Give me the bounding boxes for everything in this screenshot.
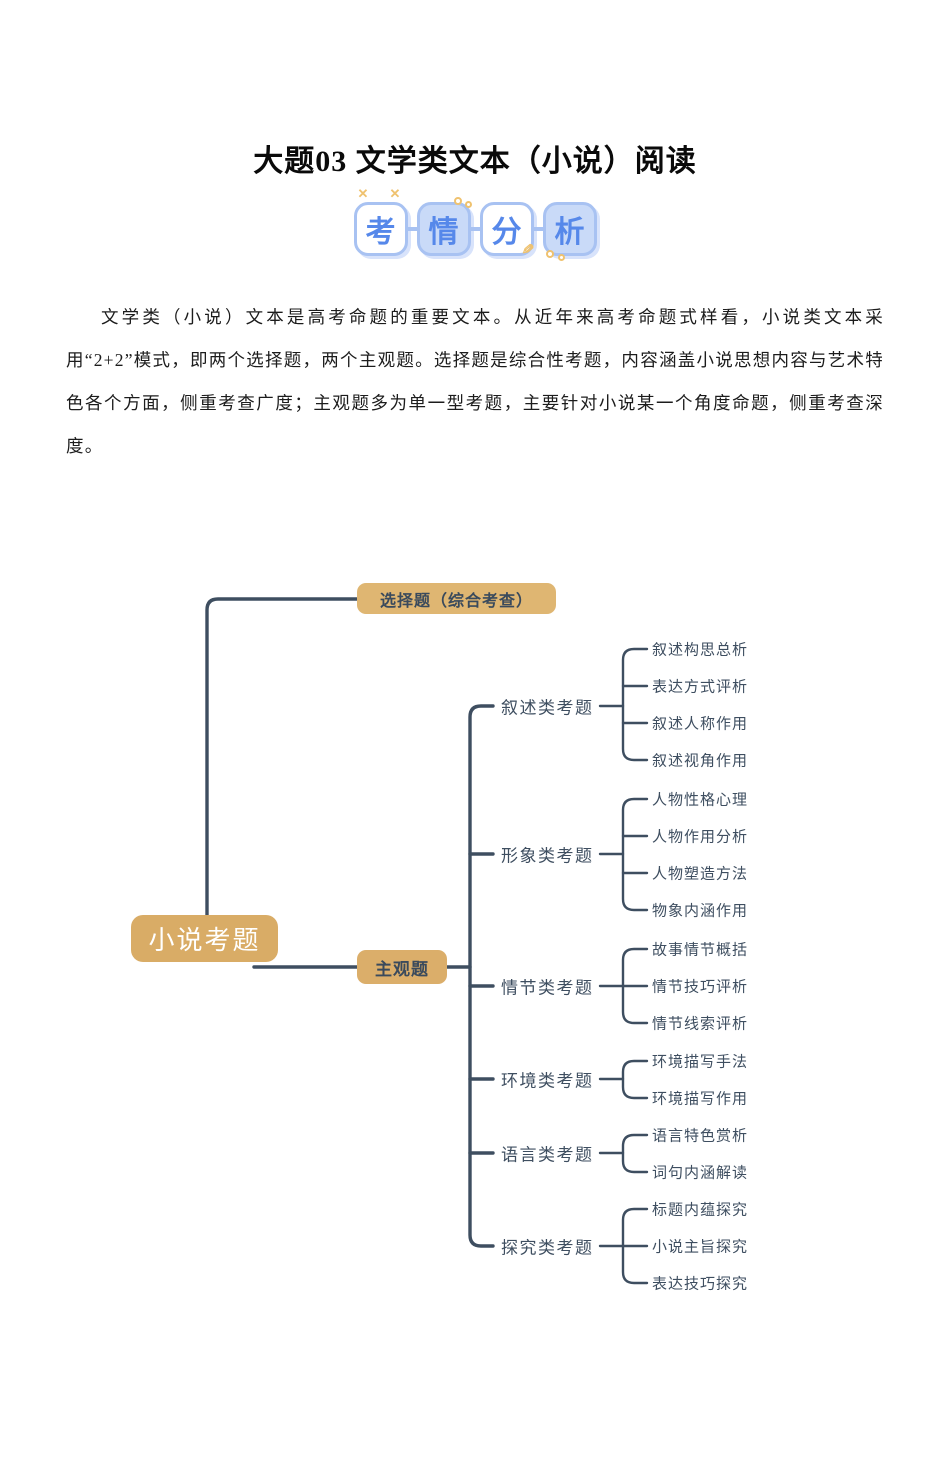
leaf-label: 表达方式评析 (652, 678, 749, 696)
leaf-label: 词句内涵解读 (652, 1164, 749, 1182)
root-node: 小说考题 (131, 915, 278, 962)
leaf-label: 环境描写手法 (652, 1053, 749, 1071)
sparkle-icon: ✕ (389, 186, 401, 201)
sparkle-icon: ✕ (357, 186, 369, 201)
badge-tile: 析 (542, 202, 597, 256)
badge-connector (407, 227, 417, 231)
badge-tile: 分 (479, 202, 534, 256)
group-label-image: 形象类考题 (501, 846, 594, 866)
group-label-environment: 环境类考题 (501, 1071, 594, 1091)
group-label-language: 语言类考题 (501, 1145, 594, 1165)
mindmap: 小说考题 选择题（综合考查） 主观题 叙述类考题 形象类考题 情节类考题 环境类… (0, 136, 950, 1480)
leaf-label: 标题内蕴探究 (652, 1201, 749, 1219)
badge-connector (470, 227, 480, 231)
leaf-label: 语言特色赏析 (652, 1127, 749, 1145)
dot-icon (464, 201, 472, 208)
group-label-plot: 情节类考题 (501, 978, 594, 998)
badge-tile: 考 (353, 202, 408, 256)
choice-question-node: 选择题（综合考查） (357, 583, 556, 614)
dot-icon (453, 197, 462, 205)
page-title: 大题03 文学类文本（小说）阅读 (253, 145, 697, 178)
leaf-label: 人物性格心理 (652, 791, 749, 809)
leaf-label: 小说主旨探究 (652, 1238, 749, 1256)
leaf-label: 环境描写作用 (652, 1090, 749, 1108)
leaf-label: 情节线索评析 (652, 1015, 749, 1033)
mindmap-connectors (205, 597, 649, 1285)
leaf-label: 人物作用分析 (652, 828, 749, 846)
badge-connector (533, 227, 543, 231)
leaf-label: 叙述视角作用 (652, 752, 749, 770)
leaf-label: 人物塑造方法 (652, 865, 749, 883)
dot-icon (557, 254, 565, 261)
badge-tile: 情 (416, 202, 471, 256)
leaf-label: 情节技巧评析 (652, 978, 749, 996)
subjective-question-node: 主观题 (357, 950, 447, 984)
exam-analysis-badge: ✕ ✕ ✎ 考 情 分 析 (0, 186, 950, 261)
leaf-label: 叙述人称作用 (652, 715, 749, 733)
leaf-label: 叙述构思总析 (652, 641, 749, 659)
intro-paragraph: 文学类（小说）文本是高考命题的重要文本。从近年来高考命题式样看，小说类文本采用“… (66, 307, 884, 456)
dot-icon (545, 250, 554, 258)
group-label-exploration: 探究类考题 (501, 1238, 594, 1258)
leaf-label: 表达技巧探究 (652, 1275, 749, 1293)
leaf-label: 物象内涵作用 (652, 902, 749, 920)
group-label-narration: 叙述类考题 (501, 698, 594, 718)
leaf-label: 故事情节概括 (652, 941, 749, 959)
